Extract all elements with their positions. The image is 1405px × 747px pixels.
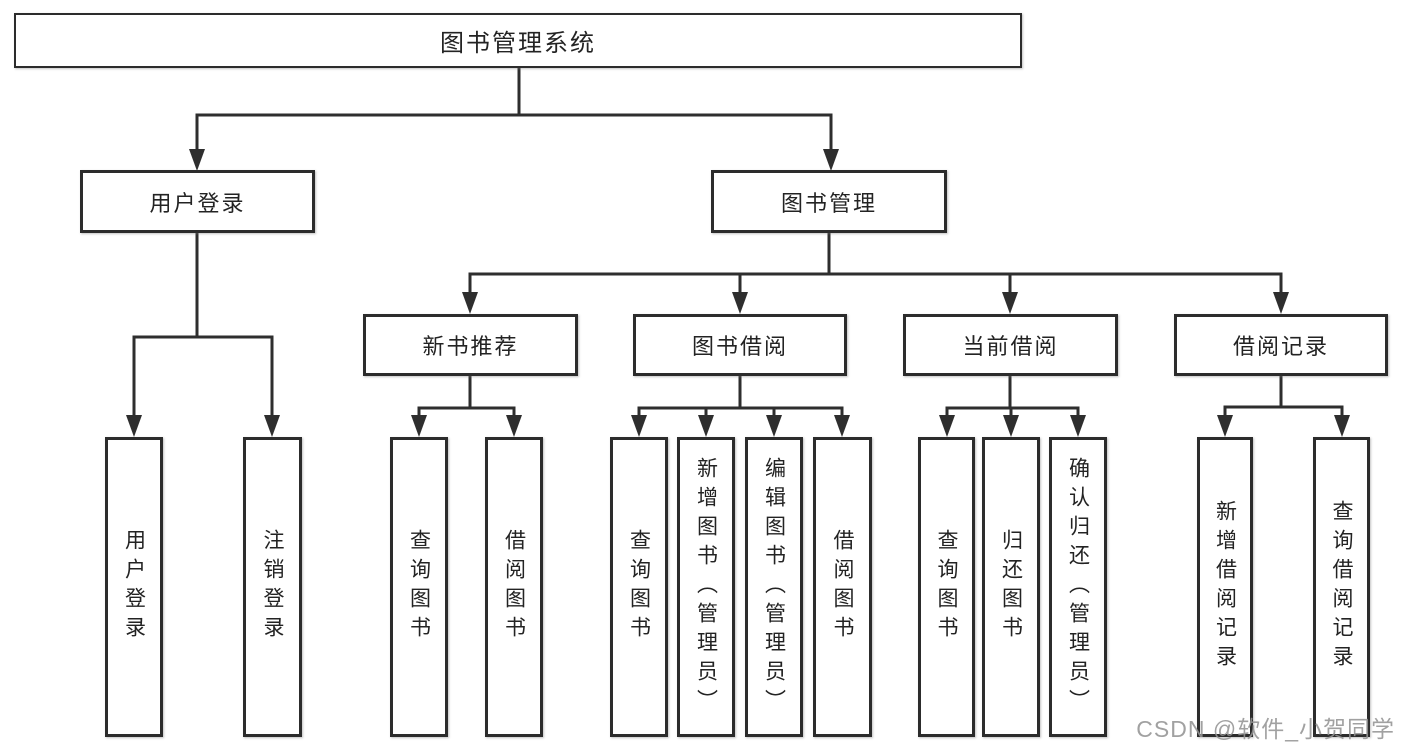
- node-book-management: 图书管理: [711, 170, 947, 233]
- leaf-add-book-admin: 新增图书（管理员）: [677, 437, 735, 737]
- leaf-query-books-current: 查询图书: [918, 437, 975, 737]
- connector-borrow-record-to-leaves: [1217, 374, 1350, 437]
- connector-book-mgmt-to-level3: [462, 231, 1289, 314]
- leaf-borrow-books-recommend: 借阅图书: [485, 437, 543, 737]
- leaf-add-borrow-record: 新增借阅记录: [1197, 437, 1253, 737]
- connector-new-book-to-leaves: [411, 374, 522, 437]
- node-new-book-recommend: 新书推荐: [363, 314, 578, 376]
- leaf-user-login: 用户登录: [105, 437, 163, 737]
- leaf-borrow-books: 借阅图书: [813, 437, 872, 737]
- leaf-return-book: 归还图书: [982, 437, 1040, 737]
- leaf-logout: 注销登录: [243, 437, 302, 737]
- node-root-system: 图书管理系统: [14, 13, 1022, 68]
- node-user-login: 用户登录: [80, 170, 315, 233]
- leaf-edit-book-admin: 编辑图书（管理员）: [745, 437, 803, 737]
- leaf-confirm-return-admin: 确认归还（管理员）: [1049, 437, 1107, 737]
- node-book-borrow: 图书借阅: [633, 314, 847, 376]
- leaf-query-borrow-record: 查询借阅记录: [1313, 437, 1370, 737]
- connector-root-to-level2: [189, 66, 839, 171]
- leaf-query-books-recommend: 查询图书: [390, 437, 448, 737]
- connector-book-borrow-to-leaves: [631, 374, 850, 437]
- node-borrow-records: 借阅记录: [1174, 314, 1388, 376]
- csdn-watermark: CSDN @软件_小贺同学: [1136, 716, 1395, 742]
- connector-user-login-to-leaves: [126, 231, 280, 437]
- node-current-borrow: 当前借阅: [903, 314, 1118, 376]
- connector-current-borrow-to-leaves: [939, 374, 1086, 437]
- leaf-query-books-borrow: 查询图书: [610, 437, 668, 737]
